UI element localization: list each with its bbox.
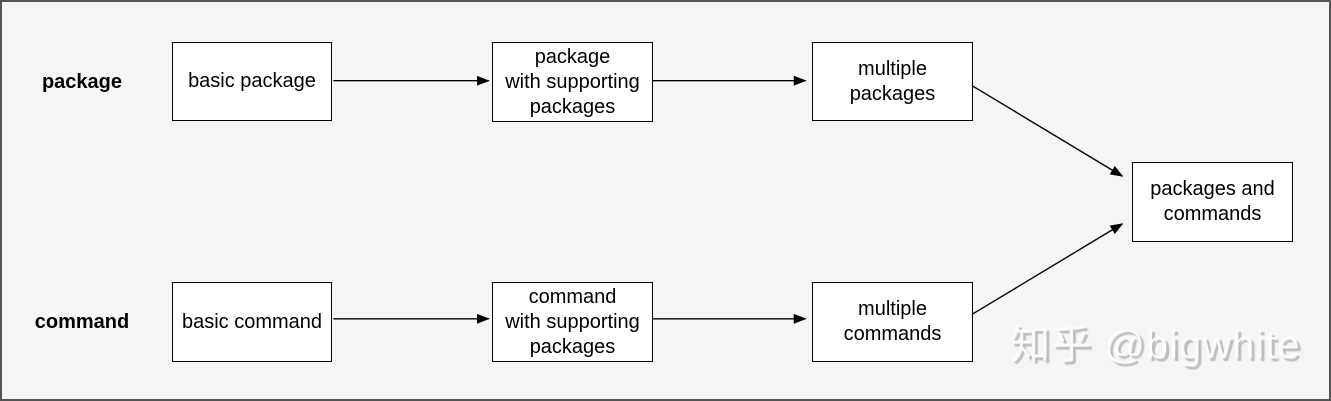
- node-packages-and-commands: packages and commands: [1132, 162, 1293, 242]
- node-command-with-supporting-packages: command with supporting packages: [492, 282, 653, 362]
- node-label: package with supporting packages: [505, 45, 640, 118]
- node-label: basic package: [188, 70, 316, 92]
- arrow-multiple-commands-to-converge: [967, 223, 1124, 318]
- node-label: basic command: [181, 310, 323, 333]
- arrow-multiple-packages-to-converge: [967, 82, 1124, 177]
- node-basic-command: basic command: [172, 282, 332, 362]
- row-label-package: package: [41, 71, 123, 93]
- node-multiple-commands: multiple commands: [812, 282, 973, 362]
- node-label: command with supporting packages: [505, 285, 640, 358]
- row-label-command: command: [34, 311, 130, 333]
- node-label: packages and commands: [1150, 178, 1275, 225]
- node-label: multiple packages: [849, 57, 936, 105]
- node-label: multiple commands: [843, 298, 942, 345]
- node-package-with-supporting-packages: package with supporting packages: [492, 42, 653, 122]
- node-multiple-packages: multiple packages: [812, 42, 973, 121]
- node-basic-package: basic package: [172, 42, 332, 121]
